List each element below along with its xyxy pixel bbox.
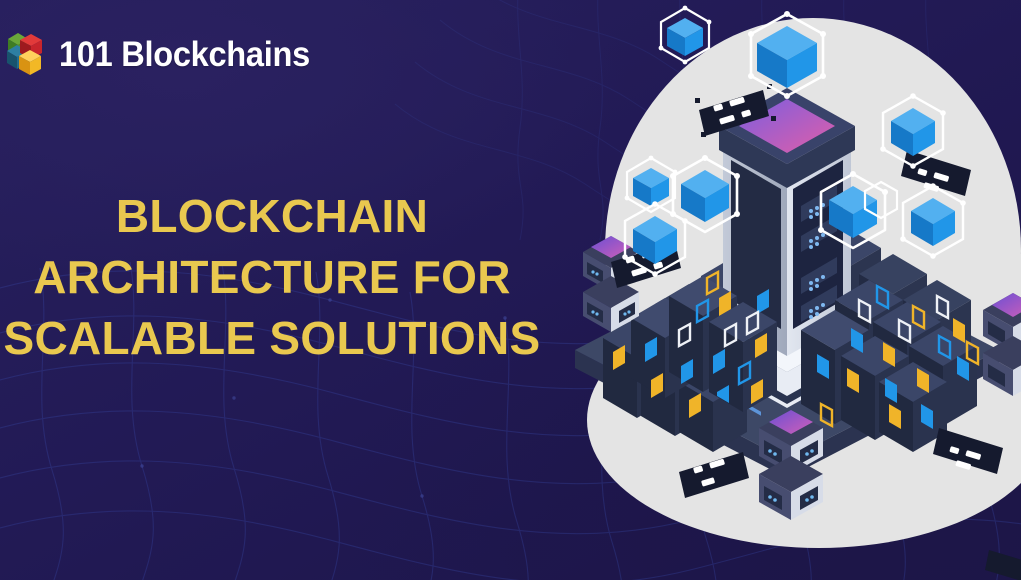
floating-cube xyxy=(670,155,740,234)
page-title: BLOCKCHAIN ARCHITECTURE FOR SCALABLE SOL… xyxy=(0,186,566,370)
floating-cube xyxy=(748,11,826,99)
floating-cube xyxy=(880,93,946,169)
floating-cube xyxy=(658,5,712,65)
mini-server-right xyxy=(983,293,1021,396)
logo-cube-yellow xyxy=(19,50,41,75)
brand-name: 101 Blockchains xyxy=(59,34,310,74)
illustration-blockchain-datacenter xyxy=(551,0,1021,580)
window-accents xyxy=(613,269,980,429)
floating-cube xyxy=(622,201,688,277)
headline-line-3: SCALABLE SOLUTIONS xyxy=(3,312,541,365)
headline-line-2: ARCHITECTURE FOR xyxy=(33,251,511,304)
floating-cube xyxy=(624,155,678,214)
floating-cube xyxy=(900,183,966,259)
brand-logo[interactable]: 101 Blockchains xyxy=(6,28,329,80)
mini-server-bottom xyxy=(759,410,823,520)
floating-cubes xyxy=(622,5,966,277)
chip-card xyxy=(985,550,1021,580)
floating-cube-outline xyxy=(863,180,899,220)
cubes-logo-icon xyxy=(7,33,42,75)
chip-card xyxy=(679,452,749,498)
headline-line-1: BLOCKCHAIN xyxy=(115,190,429,242)
chip-card xyxy=(933,428,1003,474)
